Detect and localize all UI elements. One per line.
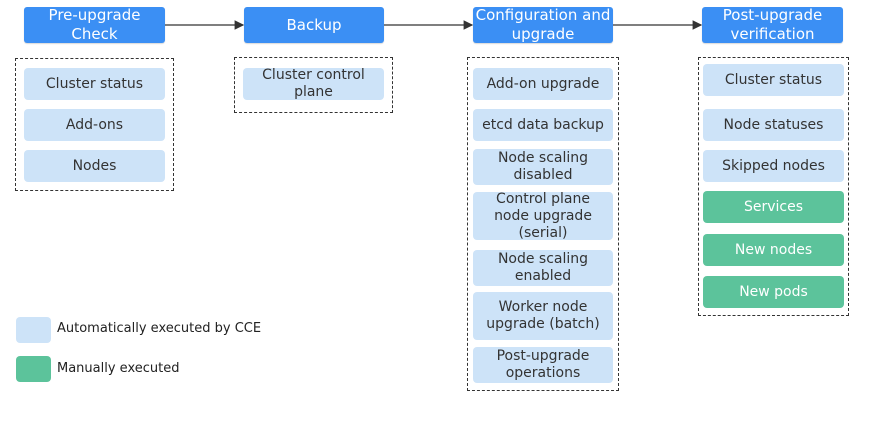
step-box: Post-upgrade operations [473,347,613,383]
step-box: Control plane node upgrade (serial) [473,191,613,241]
stage-precheck-group [15,58,174,191]
stage-config-group [467,57,619,391]
step-box: Skipped nodes [703,150,844,182]
legend-manual-label: Manually executed [57,361,180,376]
stage-precheck-header: Pre-upgrade Check [24,6,165,43]
step-box: Add-on upgrade [473,68,613,100]
stage-verify-header: Post-upgrade verification [702,6,843,43]
stage-backup-group [234,57,393,113]
stage-verify-group [698,57,849,316]
step-box: etcd data backup [473,109,613,141]
step-box: Add-ons [24,109,165,141]
step-box: Node scaling disabled [473,149,613,185]
step-box: Node statuses [703,109,844,141]
step-box: Node scaling enabled [473,250,613,286]
step-box: Cluster status [24,68,165,100]
stage-backup-header: Backup [244,7,384,43]
step-box-manual: New pods [703,276,844,308]
legend-manual-swatch [16,356,51,382]
step-box-manual: New nodes [703,234,844,266]
step-box: Worker node upgrade (batch) [473,292,613,340]
legend-automatic-label: Automatically executed by CCE [57,321,262,336]
step-box: Cluster control plane [243,67,384,100]
step-box: Cluster status [703,64,844,96]
step-box: Nodes [24,150,165,182]
legend-automatic-swatch [16,317,51,343]
stage-config-header: Configuration and upgrade [473,6,613,43]
step-box-manual: Services [703,191,844,223]
